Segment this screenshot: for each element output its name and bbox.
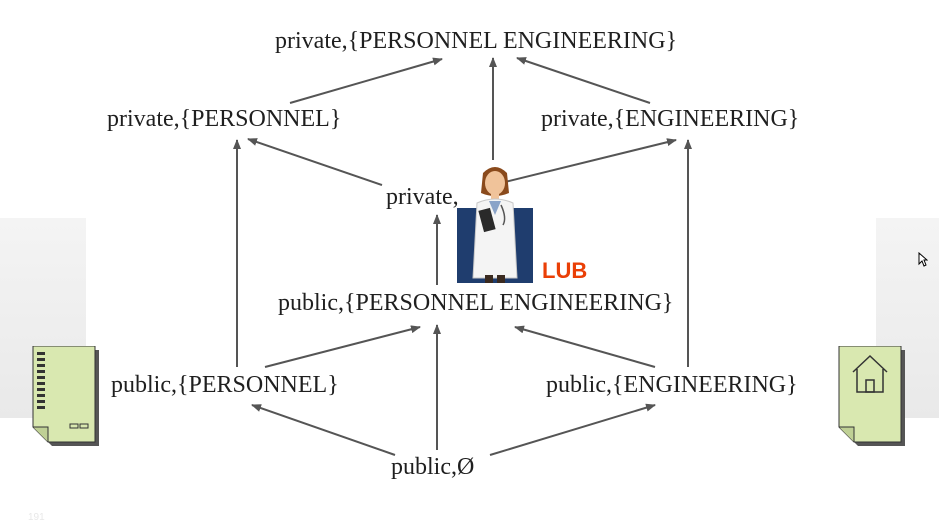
node-public-personnel: public,{PERSONNEL} bbox=[111, 372, 339, 398]
arrow-public-personnel-to-public-both bbox=[264, 325, 421, 368]
node-private-personnel: private,{PERSONNEL} bbox=[107, 106, 342, 132]
node-private-engineering: private,{ENGINEERING} bbox=[541, 106, 800, 132]
node-public-personnel-engineering: public,{PERSONNEL ENGINEERING} bbox=[278, 290, 674, 316]
node-private-personnel-engineering: private,{PERSONNEL ENGINEERING} bbox=[275, 28, 678, 54]
document-left-icon bbox=[32, 346, 99, 446]
lub-label: LUB bbox=[542, 258, 588, 283]
doctor-image bbox=[457, 167, 533, 283]
arrow-bottom-to-public-personnel bbox=[251, 404, 396, 456]
arrow-bottom-to-public-engineering bbox=[489, 403, 656, 456]
mouse-cursor-icon bbox=[918, 252, 928, 267]
arrow-private-empty-to-private-engineering bbox=[504, 138, 677, 183]
node-public-empty: public,Ø bbox=[391, 454, 475, 480]
node-public-engineering: public,{ENGINEERING} bbox=[546, 372, 798, 398]
node-private-empty: private, bbox=[386, 184, 459, 210]
document-right-icon bbox=[838, 346, 905, 446]
arrow-private-personnel-to-top bbox=[289, 57, 443, 104]
arrow-public-engineering-to-public-both bbox=[514, 325, 656, 368]
slide-number: 191 bbox=[28, 512, 45, 523]
arrow-private-empty-to-private-personnel bbox=[247, 138, 383, 186]
arrow-private-engineering-to-top bbox=[516, 57, 651, 104]
